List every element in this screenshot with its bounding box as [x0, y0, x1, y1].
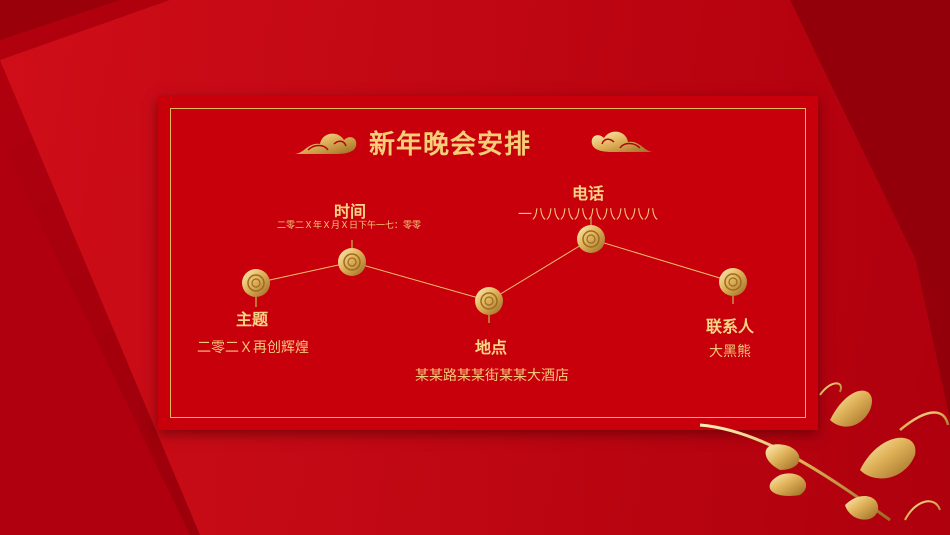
location-value: 某某路某某街某某大酒店 [415, 368, 569, 384]
theme-value: 二零二Ｘ再创辉煌 [197, 340, 309, 356]
page-title: 新年晚会安排 [368, 130, 531, 160]
contact-label: 联系人 [705, 317, 754, 336]
phone-label: 电话 [571, 184, 604, 203]
theme-label: 主题 [235, 310, 268, 329]
rose-icon [475, 287, 503, 323]
cloud-ornament-icon [591, 131, 654, 152]
cloud-ornament-icon [294, 133, 357, 154]
content-card [158, 96, 818, 430]
rose-icon [242, 269, 270, 307]
gold-leaf-ornament-icon [699, 382, 950, 522]
contact-value: 大黑熊 [709, 344, 751, 360]
rose-icon [338, 240, 366, 276]
rose-icon [719, 268, 747, 304]
card-inner-border [170, 108, 806, 418]
location-label: 地点 [474, 338, 507, 357]
time-value: 二零二Ｘ年Ｘ月Ｘ日下午一七：零零 [276, 221, 421, 231]
rose-icon [577, 217, 605, 253]
time-label: 时间 [333, 202, 366, 221]
phone-value: 一八八八八八八八八八 [518, 207, 658, 223]
